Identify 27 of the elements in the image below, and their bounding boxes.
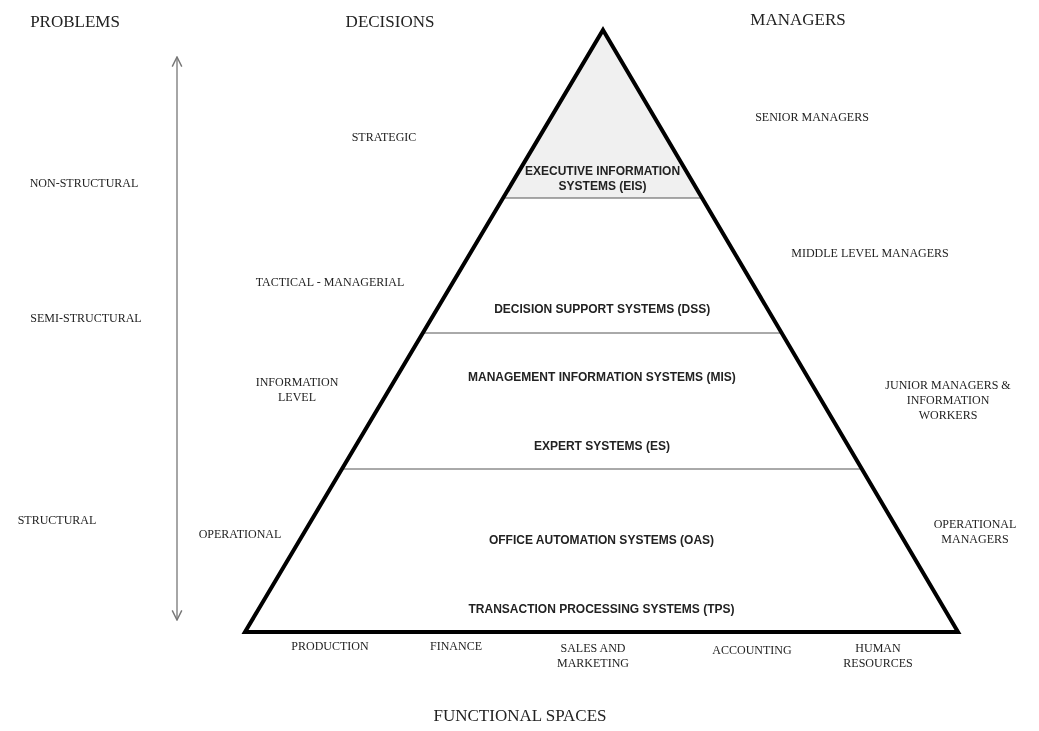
level-label: STRATEGIC [351,129,417,145]
layer-label: DECISION SUPPORT SYSTEMS (DSS) [493,302,712,317]
function-label: ACCOUNTING [712,642,792,658]
level-label: JUNIOR MANAGERS & INFORMATION WORKERS [884,377,1012,423]
function-label: SALES AND MARKETING [556,641,630,671]
layer-label: TRANSACTION PROCESSING SYSTEMS (TPS) [467,602,736,617]
level-label: SEMI-STRUCTURAL [30,310,142,326]
level-label: INFORMATION LEVEL [254,375,340,405]
function-label: PRODUCTION [291,638,369,654]
column-heading: DECISIONS [345,12,435,32]
pyramid-band [422,198,782,333]
level-label: NON-STRUCTURAL [29,175,139,191]
caption: FUNCTIONAL SPACES [433,706,607,726]
layer-label: OFFICE AUTOMATION SYSTEMS (OAS) [487,533,716,548]
layer-label: MANAGEMENT INFORMATION SYSTEMS (MIS) [467,370,737,385]
column-heading: PROBLEMS [30,12,120,32]
function-label: HUMAN RESOURCES [842,641,914,671]
column-heading: MANAGERS [750,10,846,30]
function-label: FINANCE [430,638,482,654]
layer-label: EXPERT SYSTEMS (ES) [532,439,671,454]
level-label: OPERATIONAL MANAGERS [932,517,1018,547]
level-label: OPERATIONAL [198,526,282,542]
level-label: TACTICAL - MANAGERIAL [255,274,405,290]
layer-label: EXECUTIVE INFORMATION SYSTEMS (EIS) [524,164,682,194]
level-label: STRUCTURAL [17,512,97,528]
level-label: SENIOR MANAGERS [755,109,869,125]
level-label: MIDDLE LEVEL MANAGERS [791,245,949,261]
